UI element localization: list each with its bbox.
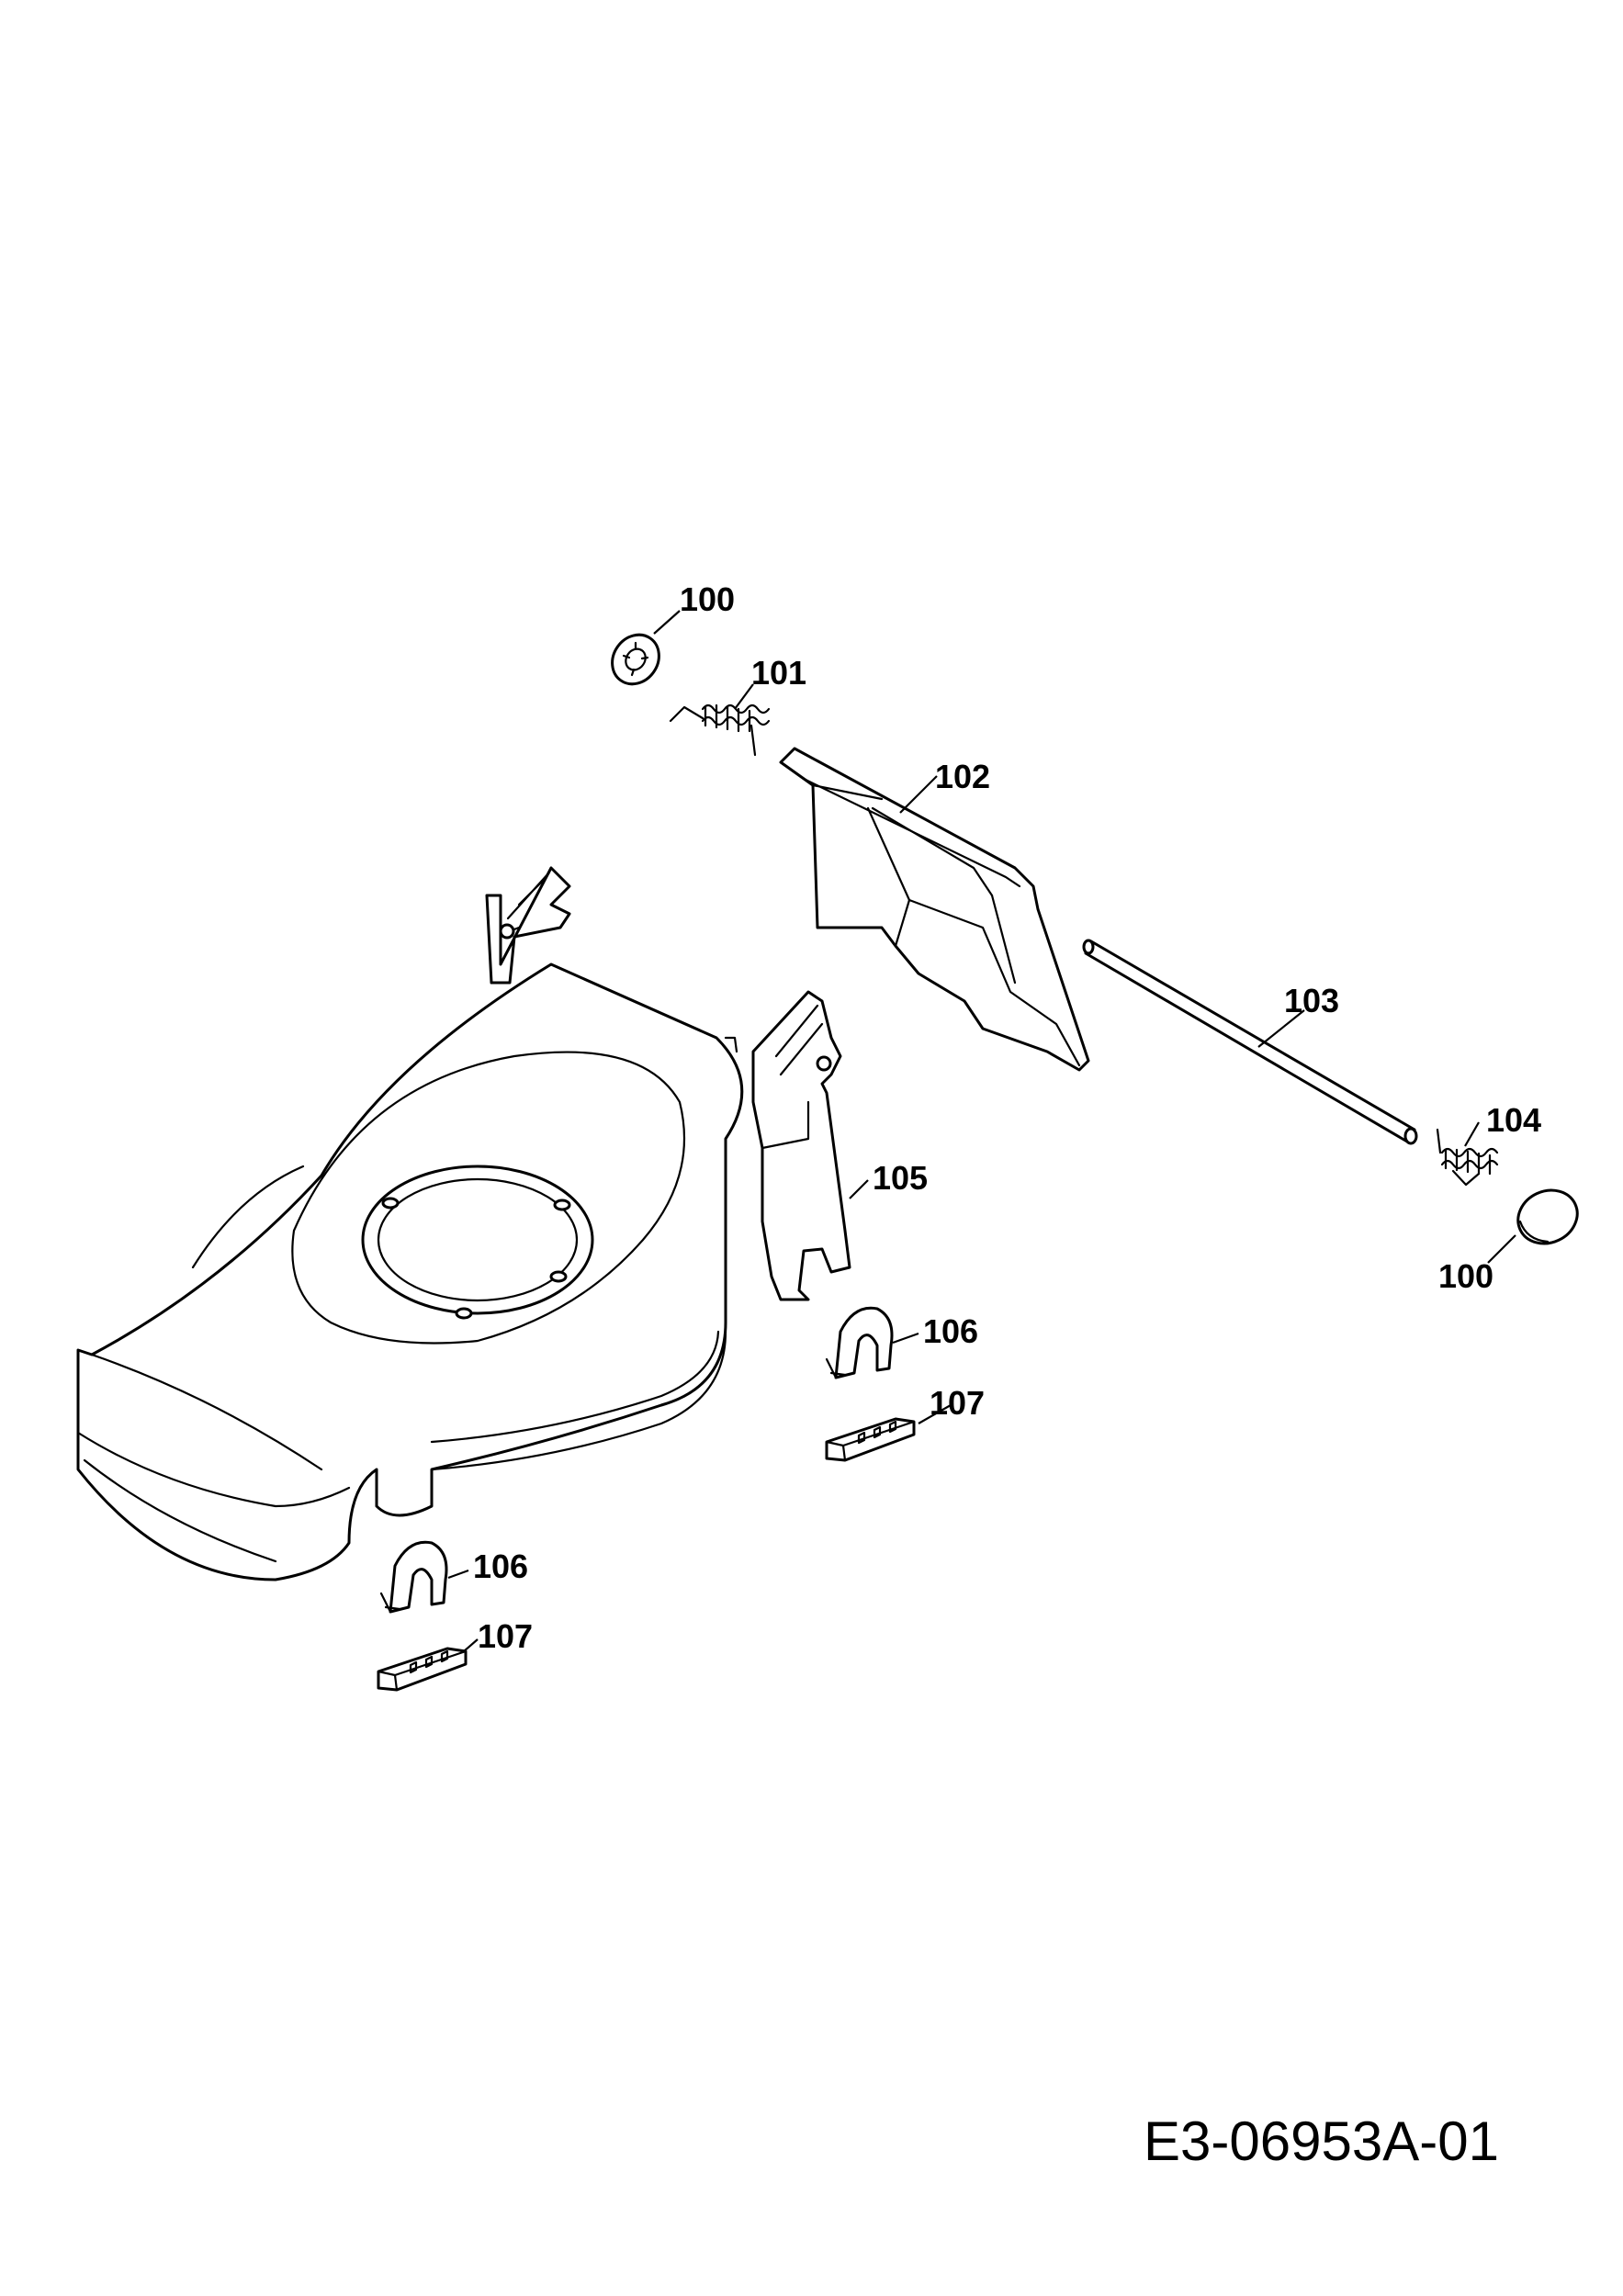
leader-100-right bbox=[1487, 1234, 1516, 1264]
leader-107-left bbox=[463, 1638, 479, 1652]
clip-part-left bbox=[379, 1540, 448, 1614]
callout-104: 104 bbox=[1486, 1101, 1541, 1139]
callout-100-top: 100 bbox=[680, 580, 735, 618]
callout-103: 103 bbox=[1284, 982, 1339, 1019]
washer-part bbox=[611, 633, 660, 686]
clip-insert-part-left bbox=[377, 1647, 468, 1692]
leader-105 bbox=[849, 1179, 869, 1199]
callout-labels: 100 101 102 103 104 100 105 106 107 106 … bbox=[473, 580, 1541, 1655]
leader-103 bbox=[1257, 1009, 1305, 1048]
leader-106-right bbox=[892, 1332, 919, 1345]
callout-107-right: 107 bbox=[930, 1384, 985, 1422]
clip-insert-part-right bbox=[825, 1417, 916, 1462]
torsion-spring-part-101 bbox=[669, 703, 771, 757]
drawing-number: E3-06953A-01 bbox=[1144, 2110, 1499, 2172]
callout-101: 101 bbox=[751, 654, 806, 692]
torsion-spring-part-104 bbox=[1436, 1128, 1499, 1187]
clip-part-right bbox=[825, 1306, 894, 1379]
callout-106-right: 106 bbox=[923, 1312, 978, 1350]
callout-107-left: 107 bbox=[478, 1617, 533, 1655]
leader-101 bbox=[734, 683, 754, 710]
leader-100-top bbox=[653, 610, 681, 635]
leader-106-left bbox=[447, 1569, 469, 1580]
callout-105: 105 bbox=[873, 1159, 928, 1197]
callout-106-left: 106 bbox=[473, 1548, 528, 1585]
mower-deck-part bbox=[76, 866, 851, 1581]
callout-100-right: 100 bbox=[1438, 1257, 1493, 1295]
leader-104 bbox=[1464, 1121, 1480, 1147]
cap-part bbox=[1516, 1188, 1579, 1245]
leader-107-right bbox=[918, 1404, 952, 1424]
hinge-rod-part bbox=[1082, 939, 1418, 1145]
callout-102: 102 bbox=[935, 758, 990, 795]
leader-lines bbox=[447, 610, 1516, 1652]
rear-flap-part bbox=[779, 747, 1090, 1072]
leader-102 bbox=[899, 775, 938, 814]
